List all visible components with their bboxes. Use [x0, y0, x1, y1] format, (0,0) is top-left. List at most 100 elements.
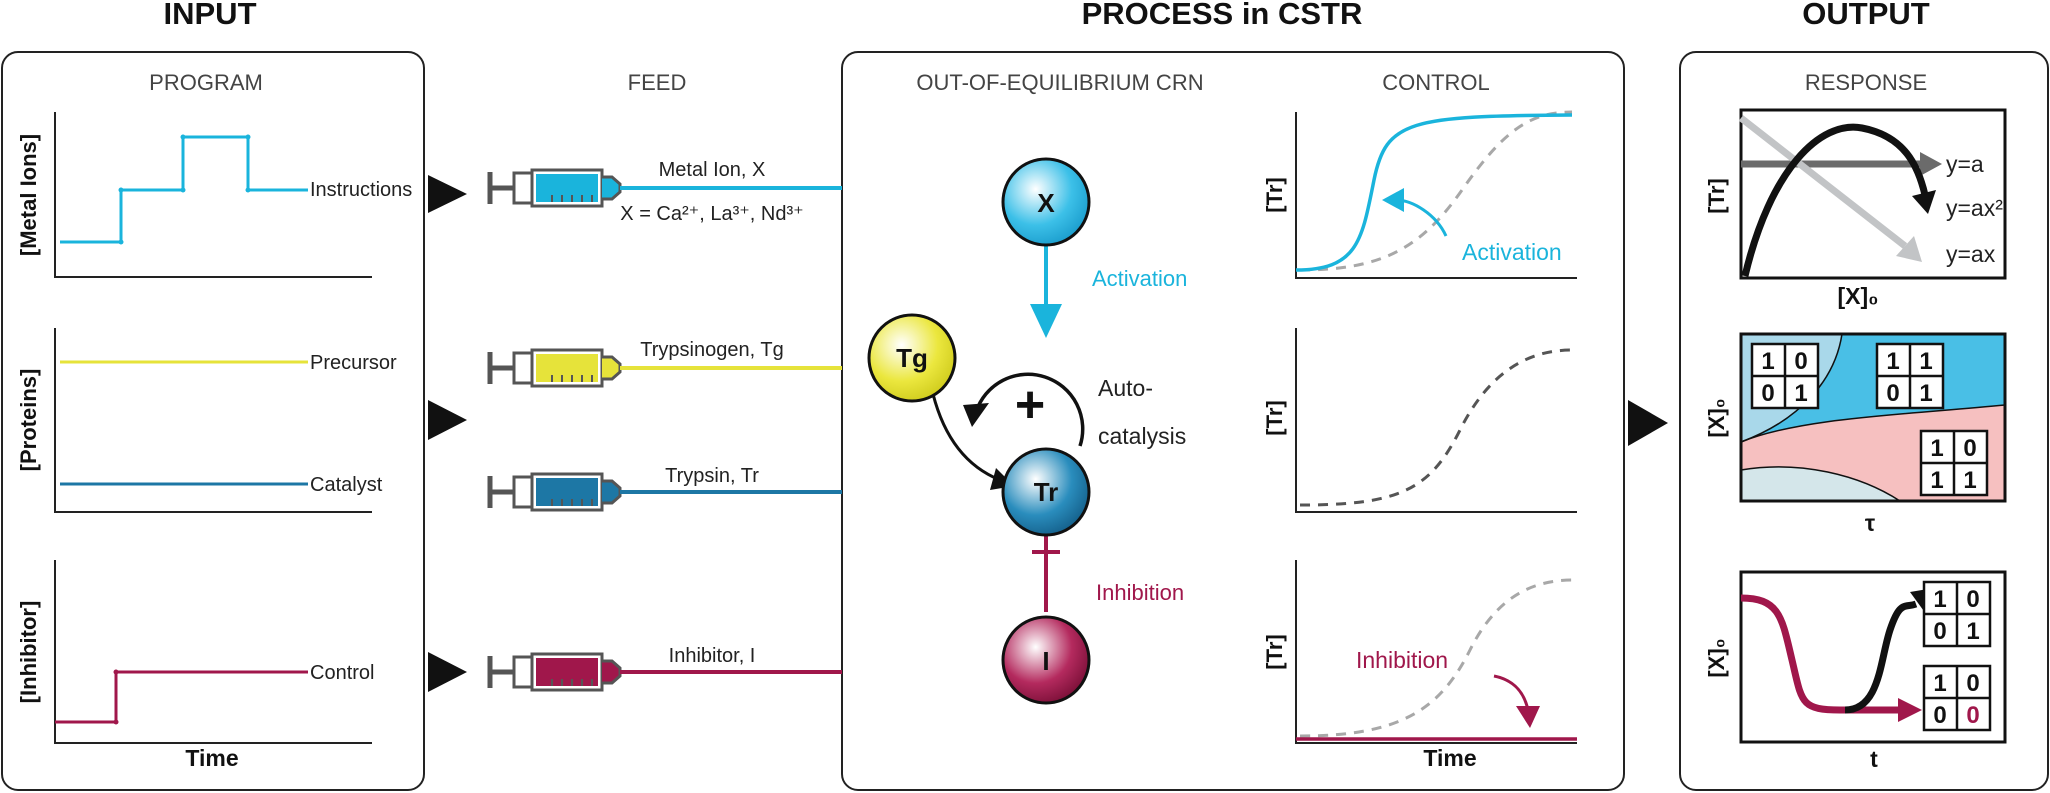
- inhibition-annotation: Inhibition: [1356, 647, 1448, 673]
- node-tg: Tg: [867, 313, 957, 403]
- panel-title-control: CONTROL: [1382, 70, 1490, 95]
- series-label-catalyst: Catalyst: [310, 474, 383, 496]
- plus-symbol: +: [1015, 376, 1045, 434]
- y-axis-label: [Inhibitor]: [16, 601, 41, 704]
- svg-text:I: I: [1042, 646, 1049, 676]
- syringe-fill: [536, 478, 598, 506]
- svg-text:1: 1: [1886, 348, 1899, 375]
- svg-text:1: 1: [1933, 670, 1946, 697]
- svg-text:0: 0: [1966, 702, 1979, 729]
- svg-text:1: 1: [1933, 586, 1946, 613]
- x-axis-label: τ: [1865, 510, 1875, 536]
- section-title-output: OUTPUT: [1802, 0, 1930, 31]
- syringe-fill: [536, 174, 598, 202]
- instructions-series: [60, 135, 308, 244]
- axis-lines: [54, 112, 372, 278]
- feed-label-inhibitor: Inhibitor, I: [669, 645, 756, 667]
- autocatalysis-label-1: Auto-: [1098, 375, 1153, 401]
- axis-lines: [54, 560, 372, 744]
- series-point: [180, 134, 186, 140]
- syringe-inhibitor: [487, 652, 842, 692]
- svg-text:0: 0: [1886, 380, 1899, 407]
- inhibited-path: [1740, 594, 1900, 714]
- arrow-right-icon: [428, 652, 467, 692]
- arrowhead-icon: [1920, 152, 1942, 176]
- truth-table-3: 1 0 1 1: [1919, 429, 1989, 497]
- feed-label-tg: Trypsinogen, Tg: [640, 339, 783, 361]
- feed-label-metal-def: X = Ca²⁺, La³⁺, Nd³⁺: [620, 203, 803, 225]
- y-axis-label: [Metal Ions]: [16, 134, 41, 256]
- control-plot-inhibition: [Tr] Inhibition Time: [1262, 560, 1577, 771]
- autocatalysis-loop: [974, 372, 1085, 447]
- arrowhead-icon: [1382, 188, 1404, 212]
- syringe-trypsin: [487, 472, 842, 512]
- axis-lines: [1295, 560, 1577, 744]
- svg-text:1: 1: [1963, 467, 1976, 494]
- series-point: [180, 187, 186, 193]
- label-y-ax: y=ax: [1946, 241, 1996, 267]
- x-axis-label: [X]₀: [1837, 283, 1878, 309]
- svg-text:0: 0: [1966, 670, 1979, 697]
- program-plot-proteins: [Proteins] Precursor Catalyst: [16, 328, 397, 513]
- series-point: [245, 134, 251, 140]
- y-axis-label: [Tr]: [1262, 400, 1287, 435]
- svg-text:X: X: [1037, 188, 1055, 218]
- arrow-right-icon: [428, 175, 467, 213]
- activated-series: [1295, 113, 1573, 272]
- x-axis-label: t: [1870, 746, 1878, 772]
- syringe-fill: [536, 354, 598, 382]
- y-axis-label: [Tr]: [1262, 177, 1287, 212]
- svg-text:1: 1: [1966, 618, 1979, 645]
- response-panel: [1679, 51, 2049, 791]
- panel-title-crn: OUT-OF-EQUILIBRIUM CRN: [916, 70, 1203, 95]
- tg-to-tr-arrow: [931, 393, 1001, 482]
- panel-title-program: PROGRAM: [149, 70, 263, 95]
- response-plot-functions: [Tr] [X]₀ y=a y=ax² y=ax: [1704, 108, 2007, 309]
- autocatalysis-label-2: catalysis: [1098, 423, 1186, 449]
- series-label-precursor: Precursor: [310, 352, 397, 374]
- svg-text:0: 0: [1761, 380, 1774, 407]
- svg-text:1: 1: [1930, 467, 1943, 494]
- panel-title-feed: FEED: [628, 70, 687, 95]
- arrowhead-icon: [1516, 706, 1540, 728]
- feed-label-metal: Metal Ion, X: [659, 159, 766, 181]
- quadratic-series: [1741, 123, 1929, 277]
- section-title-input: INPUT: [164, 0, 257, 31]
- axis-lines: [1295, 328, 1577, 513]
- label-y-ax2: y=ax²: [1946, 195, 2003, 221]
- response-plot-phase: [X]₀ τ 1 0 0 1 1 1 0 1 1 0 1 1: [1704, 332, 2007, 536]
- response-plot-switch: [X]₀ t 1 0 0 1 1 0 0 0: [1704, 570, 2007, 772]
- inhibition-label: Inhibition: [1096, 580, 1184, 605]
- program-plot-metal: [Metal Ions] Instructions: [16, 112, 412, 278]
- svg-text:1: 1: [1930, 435, 1943, 462]
- baseline-series: [1299, 110, 1573, 272]
- series-point: [113, 719, 119, 725]
- svg-text:1: 1: [1919, 348, 1932, 375]
- node-x: X: [1001, 157, 1091, 247]
- truth-table-4: 1 0 0 1: [1922, 580, 1992, 648]
- arrow-right-icon: [1628, 400, 1668, 446]
- truth-table-2: 1 1 0 1: [1875, 342, 1945, 410]
- arrowhead-icon: [1912, 190, 1936, 214]
- truth-table-1: 1 0 0 1: [1750, 342, 1820, 410]
- svg-text:0: 0: [1933, 702, 1946, 729]
- activation-annotation: Activation: [1462, 239, 1562, 265]
- activated-path: [1844, 600, 1918, 714]
- activation-label: Activation: [1092, 266, 1187, 291]
- syringe-trypsinogen: [487, 348, 842, 388]
- arrowhead-icon: [1030, 304, 1062, 338]
- control-series: [55, 670, 308, 724]
- svg-text:Tg: Tg: [896, 343, 928, 373]
- svg-text:0: 0: [1933, 618, 1946, 645]
- svg-text:1: 1: [1794, 380, 1807, 407]
- truth-table-5: 1 0 0 0: [1922, 664, 1992, 732]
- program-panel: [1, 51, 425, 791]
- y-axis-label: [Tr]: [1262, 634, 1287, 669]
- label-y-a: y=a: [1946, 151, 1984, 177]
- arrowhead-icon: [1896, 236, 1922, 262]
- y-axis-label: [X]₀: [1704, 398, 1729, 437]
- y-axis-label: [Proteins]: [16, 369, 41, 472]
- arrowhead-icon: [1898, 698, 1922, 722]
- svg-text:0: 0: [1794, 348, 1807, 375]
